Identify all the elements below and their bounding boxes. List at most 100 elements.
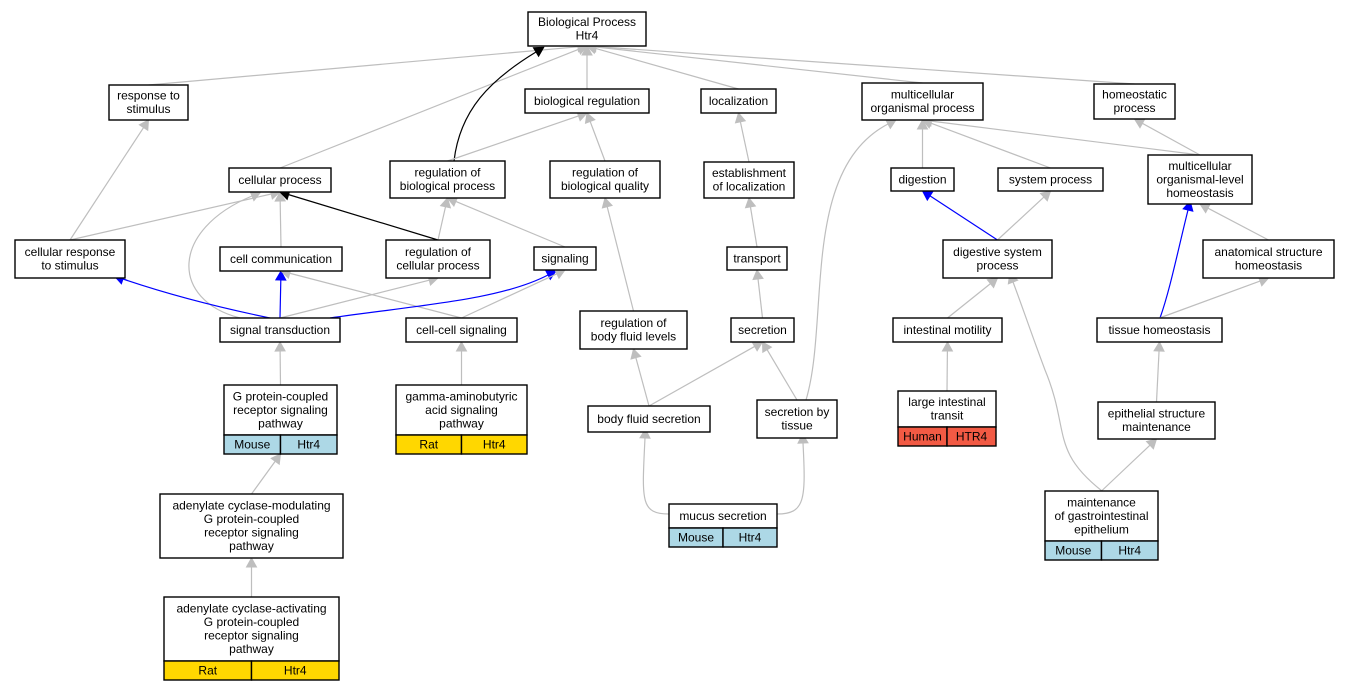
node-box <box>228 167 332 193</box>
go-term-node[interactable]: cell-cell signaling <box>405 317 518 343</box>
node-label-line: tissue <box>781 419 813 433</box>
edge-int_mot-to-dig_sys <box>947 283 991 319</box>
arrowhead-int_mot-to-dig_sys <box>986 277 999 289</box>
gene-cell <box>1100 540 1159 561</box>
arrowhead-dig_sys-to-digestion <box>921 190 934 202</box>
node-label-line: regulation of <box>600 316 667 330</box>
go-term-node[interactable]: intestinal motility <box>892 317 1003 343</box>
go-term-node[interactable]: cellular process <box>228 167 332 193</box>
node-label-line: adenylate cyclase-activating <box>176 602 326 616</box>
go-term-node[interactable]: cell communication <box>219 246 343 272</box>
node-label-line: cell-cell signaling <box>416 323 507 337</box>
arrowhead-ac_mod-to-gpcr <box>270 453 282 466</box>
node-box <box>219 317 341 343</box>
node-label-line: maintenance <box>1067 495 1136 509</box>
go-term-node[interactable]: localization <box>700 88 777 114</box>
edge-dig_sys-to-system_proc <box>997 196 1045 241</box>
edge-system_proc-to-multicell_proc <box>930 122 1051 169</box>
edge-mc_homeo-to-multicell_proc <box>931 120 1201 156</box>
node-label-line: pathway <box>258 416 303 430</box>
go-term-node[interactable]: biological regulation <box>524 88 650 114</box>
node-label-line: cellular process <box>396 259 479 273</box>
node-box <box>703 161 795 199</box>
edge-estab_loc-to-localization <box>739 121 750 163</box>
go-term-node[interactable]: transport <box>726 246 788 271</box>
arrowhead-gaba-to-cc_sig <box>455 340 468 352</box>
go-term-node[interactable]: body fluid secretion <box>587 405 711 433</box>
gene-label: Htr4 <box>739 531 762 545</box>
node-box <box>668 503 778 529</box>
node-label-line: response to <box>117 89 180 103</box>
node-box <box>897 390 997 428</box>
node-label-line: G protein-coupled <box>204 615 299 629</box>
node-label-line: tissue homeostasis <box>1108 323 1210 337</box>
node-label-line: pathway <box>229 642 274 656</box>
node-label-line: biological regulation <box>534 94 640 108</box>
node-label-line: secretion <box>738 323 787 337</box>
edge-reg_bfl-to-reg_bio_qual <box>606 206 635 312</box>
go-term-node[interactable]: system process <box>997 167 1104 192</box>
node-label-line: to stimulus <box>41 259 98 273</box>
node-box <box>700 88 777 114</box>
edge-reg_bio_proc-to-bio_reg <box>447 115 579 162</box>
edges-layer <box>69 40 1270 597</box>
node-box <box>726 246 788 271</box>
node-box <box>1044 490 1159 542</box>
go-term-node[interactable]: signaling <box>533 246 597 271</box>
node-box <box>159 493 344 559</box>
node-label-line: intestinal motility <box>903 323 991 337</box>
node-label-line: biological process <box>400 179 495 193</box>
gene-label: Htr4 <box>1118 544 1141 558</box>
node-label-line: multicellular <box>891 88 954 102</box>
node-box <box>108 84 189 121</box>
arrowhead-bfs-to-reg_bfl <box>630 348 642 360</box>
edge-localization-to-bp <box>595 47 739 90</box>
go-term-node[interactable]: tissue homeostasis <box>1096 317 1223 343</box>
edge-sig_trans-to-reg_cell_proc <box>279 279 430 319</box>
edge-maint_gi-to-esm <box>1101 444 1151 492</box>
node-box <box>405 317 518 343</box>
edge-sig_trans-to-cell_resp <box>122 278 281 321</box>
node-box <box>524 88 650 114</box>
node-box <box>1202 239 1335 279</box>
go-term-node[interactable]: digestion <box>890 167 955 192</box>
go-term-node[interactable]: signal transduction <box>219 317 341 343</box>
edge-cell_resp-to-cell_proc <box>69 193 272 241</box>
node-label-line: transit <box>931 409 964 423</box>
edge-tissue_homeo-to-anat_homeo <box>1159 280 1261 319</box>
arrowhead-transport-to-estab_loc <box>744 196 757 209</box>
arrowhead-estab_loc-to-localization <box>734 111 747 124</box>
go-term-node[interactable]: secretion <box>730 317 795 343</box>
node-box <box>219 246 343 272</box>
edge-ac_mod-to-gpcr <box>251 460 276 495</box>
gene-cell <box>279 434 338 455</box>
node-label-line: mucus secretion <box>679 509 766 523</box>
arrowhead-sec_tissue-to-secretion <box>761 341 773 354</box>
node-label-line: establishment <box>712 166 787 180</box>
node-box <box>1147 154 1253 205</box>
species-label: Mouse <box>234 438 270 452</box>
